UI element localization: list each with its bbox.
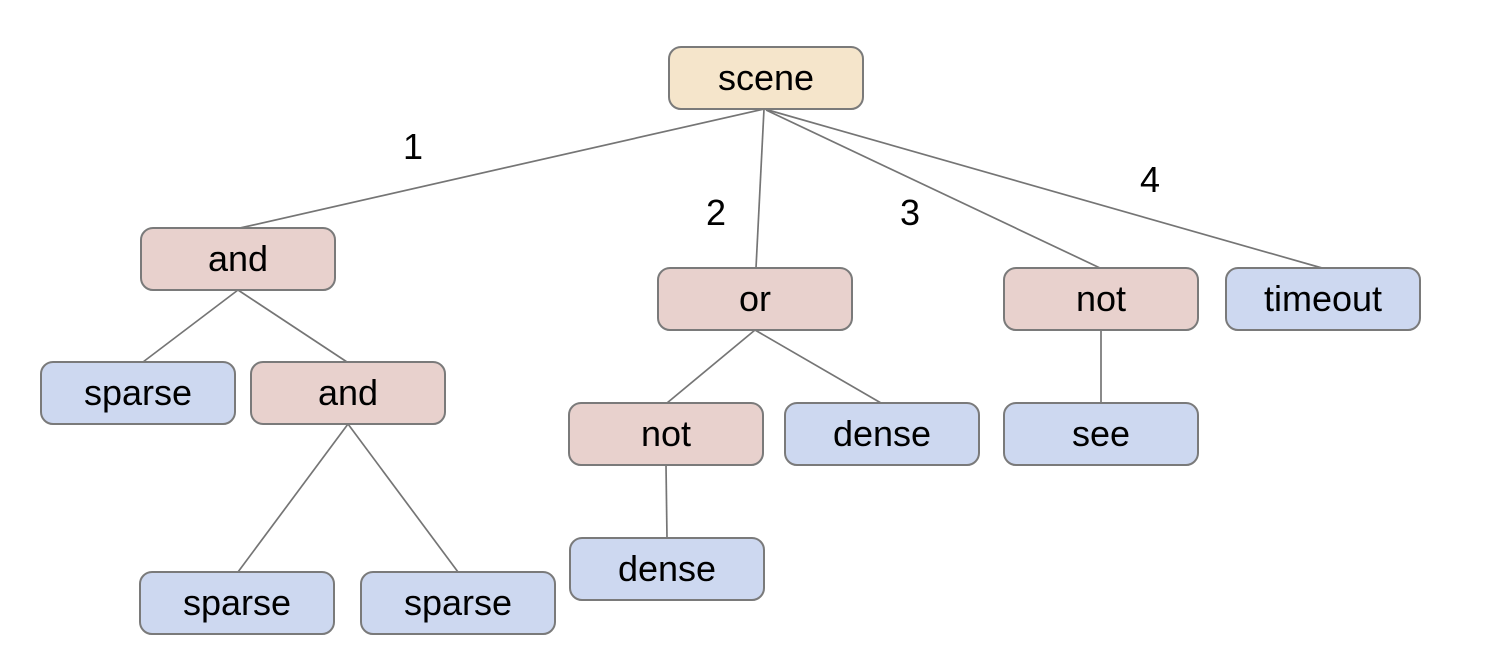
edge-label-3: 3 [899,192,921,233]
edge-or-a-dense-a [754,329,882,404]
node-timeout-a: timeout [1225,267,1421,331]
node-sparse-c: sparse [360,571,556,635]
node-dense-b: dense [569,537,765,601]
node-and-a: and [140,227,336,291]
edge-label-4: 4 [1139,159,1161,200]
node-not-b: not [1003,267,1199,331]
edge-and-a-and-b [237,289,348,363]
node-and-b: and [250,361,446,425]
edge-scene-not-b [765,109,1101,269]
node-dense-a: dense [784,402,980,466]
edge-not-a-dense-b [665,464,668,539]
edge-scene-or-a [755,108,765,269]
node-not-a: not [568,402,764,466]
node-or-a: or [657,267,853,331]
node-sparse-b: sparse [139,571,335,635]
node-sparse-a: sparse [40,361,236,425]
edge-and-a-sparse-a [142,289,239,363]
edge-and-b-sparse-b [237,423,349,573]
edge-or-a-not-a [666,329,756,404]
edge-scene-timeout-a [767,109,1323,269]
node-scene: scene [668,46,864,110]
edge-and-b-sparse-c [347,423,459,573]
edge-scene-and-a [239,108,765,229]
node-see-a: see [1003,402,1199,466]
edge-label-2: 2 [705,192,727,233]
edge-label-1: 1 [402,126,424,167]
